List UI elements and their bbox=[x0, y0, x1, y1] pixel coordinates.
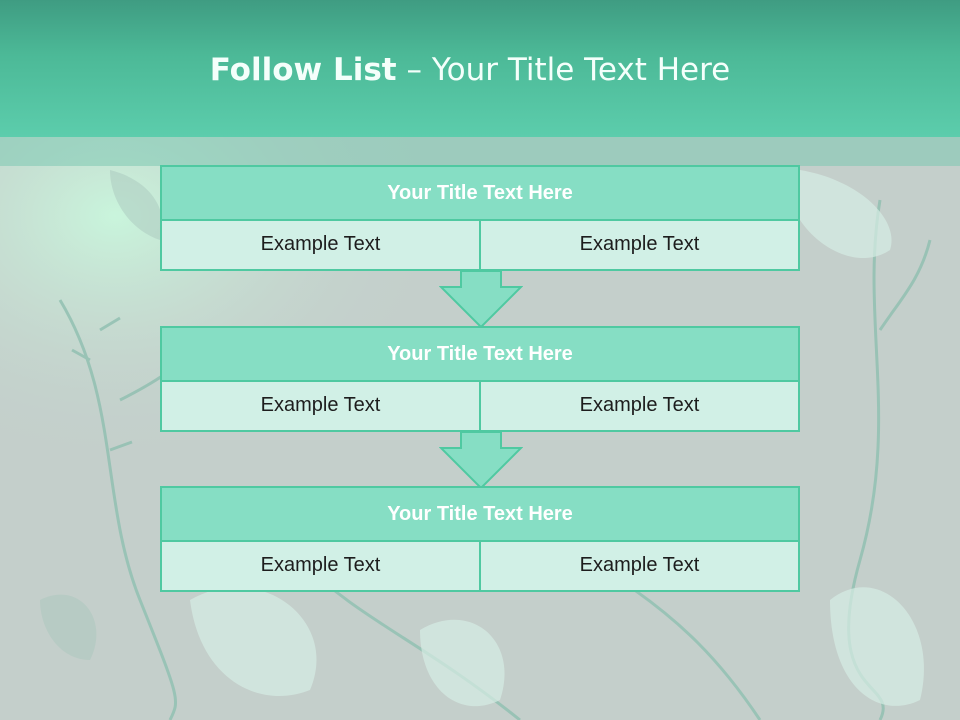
step-cell-left: Example Text bbox=[160, 221, 481, 271]
step-cell-right: Example Text bbox=[481, 542, 800, 592]
step-block-2: Your Title Text Here Example Text Exampl… bbox=[160, 326, 800, 432]
step-title: Your Title Text Here bbox=[160, 326, 800, 382]
down-arrow-icon bbox=[439, 271, 523, 329]
step-cell-right: Example Text bbox=[481, 382, 800, 432]
header-strip bbox=[0, 137, 960, 166]
step-title: Your Title Text Here bbox=[160, 165, 800, 221]
step-block-3: Your Title Text Here Example Text Exampl… bbox=[160, 486, 800, 592]
step-row: Example Text Example Text bbox=[160, 542, 800, 592]
slide-title: Follow List – Your Title Text Here bbox=[0, 52, 940, 88]
slide-title-bold: Follow List bbox=[209, 52, 397, 88]
step-title: Your Title Text Here bbox=[160, 486, 800, 542]
step-cell-left: Example Text bbox=[160, 542, 481, 592]
step-cell-left: Example Text bbox=[160, 382, 481, 432]
step-row: Example Text Example Text bbox=[160, 382, 800, 432]
step-row: Example Text Example Text bbox=[160, 221, 800, 271]
step-cell-right: Example Text bbox=[481, 221, 800, 271]
slide-header bbox=[0, 0, 960, 137]
slide-title-rest: – Your Title Text Here bbox=[396, 52, 731, 88]
down-arrow-icon bbox=[439, 432, 523, 490]
step-block-1: Your Title Text Here Example Text Exampl… bbox=[160, 165, 800, 271]
